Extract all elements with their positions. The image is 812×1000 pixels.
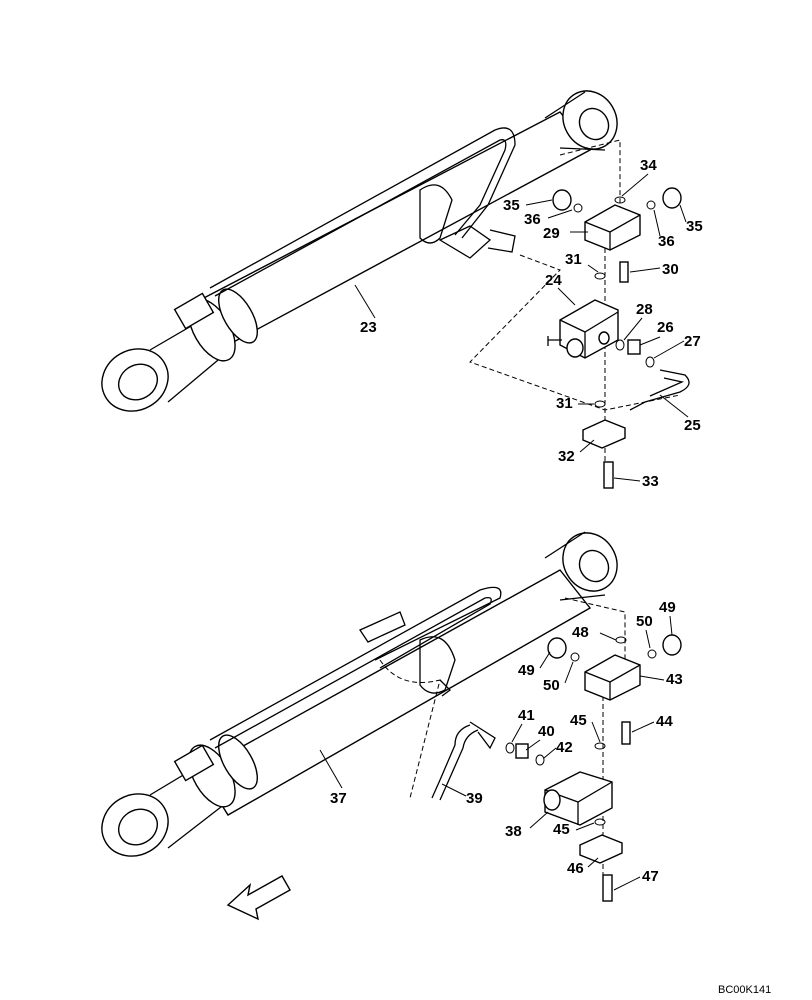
label-35-left: 35 — [503, 197, 520, 214]
bottom-cylinder-37 — [101, 531, 618, 857]
label-46: 46 — [567, 860, 584, 877]
label-leaders — [319, 173, 689, 891]
label-31-bottom: 31 — [556, 395, 573, 412]
label-39: 39 — [466, 790, 483, 807]
label-25: 25 — [684, 417, 701, 434]
label-24: 24 — [545, 272, 562, 289]
direction-arrow-icon — [226, 875, 291, 921]
label-38: 38 — [505, 823, 522, 840]
label-31-top: 31 — [565, 251, 582, 268]
label-41: 41 — [518, 707, 535, 724]
leader-top-a — [559, 139, 621, 210]
label-36-left: 36 — [524, 211, 541, 228]
label-33: 33 — [642, 473, 659, 490]
leader-bottom-a — [564, 597, 626, 680]
part-labels: 23 24 25 26 27 28 29 30 31 31 32 33 34 3… — [330, 157, 703, 885]
label-28: 28 — [636, 301, 653, 318]
label-50-left: 50 — [543, 677, 560, 694]
label-50-right: 50 — [636, 613, 653, 630]
label-32: 32 — [558, 448, 575, 465]
label-29: 29 — [543, 225, 560, 242]
label-37: 37 — [330, 790, 347, 807]
label-26: 26 — [657, 319, 674, 336]
label-40: 40 — [538, 723, 555, 740]
drawing-code: BC00K141 — [718, 984, 771, 996]
bottom-valve-stack — [431, 634, 682, 902]
label-23: 23 — [360, 319, 377, 336]
label-47: 47 — [642, 868, 659, 885]
label-27: 27 — [684, 333, 701, 350]
label-35-right: 35 — [686, 218, 703, 235]
label-49-right: 49 — [659, 599, 676, 616]
top-valve-stack — [547, 187, 690, 489]
label-45-top: 45 — [570, 712, 587, 729]
label-42: 42 — [556, 739, 573, 756]
label-34: 34 — [640, 157, 657, 174]
label-43: 43 — [666, 671, 683, 688]
label-36-right: 36 — [658, 233, 675, 250]
top-cylinder-23 — [101, 90, 618, 412]
leader-bottom-b — [379, 659, 441, 799]
leader-top-b — [469, 254, 681, 411]
label-44: 44 — [656, 713, 673, 730]
label-45-bottom: 45 — [553, 821, 570, 838]
label-48: 48 — [572, 624, 589, 641]
label-30: 30 — [662, 261, 679, 278]
label-49-left: 49 — [518, 662, 535, 679]
